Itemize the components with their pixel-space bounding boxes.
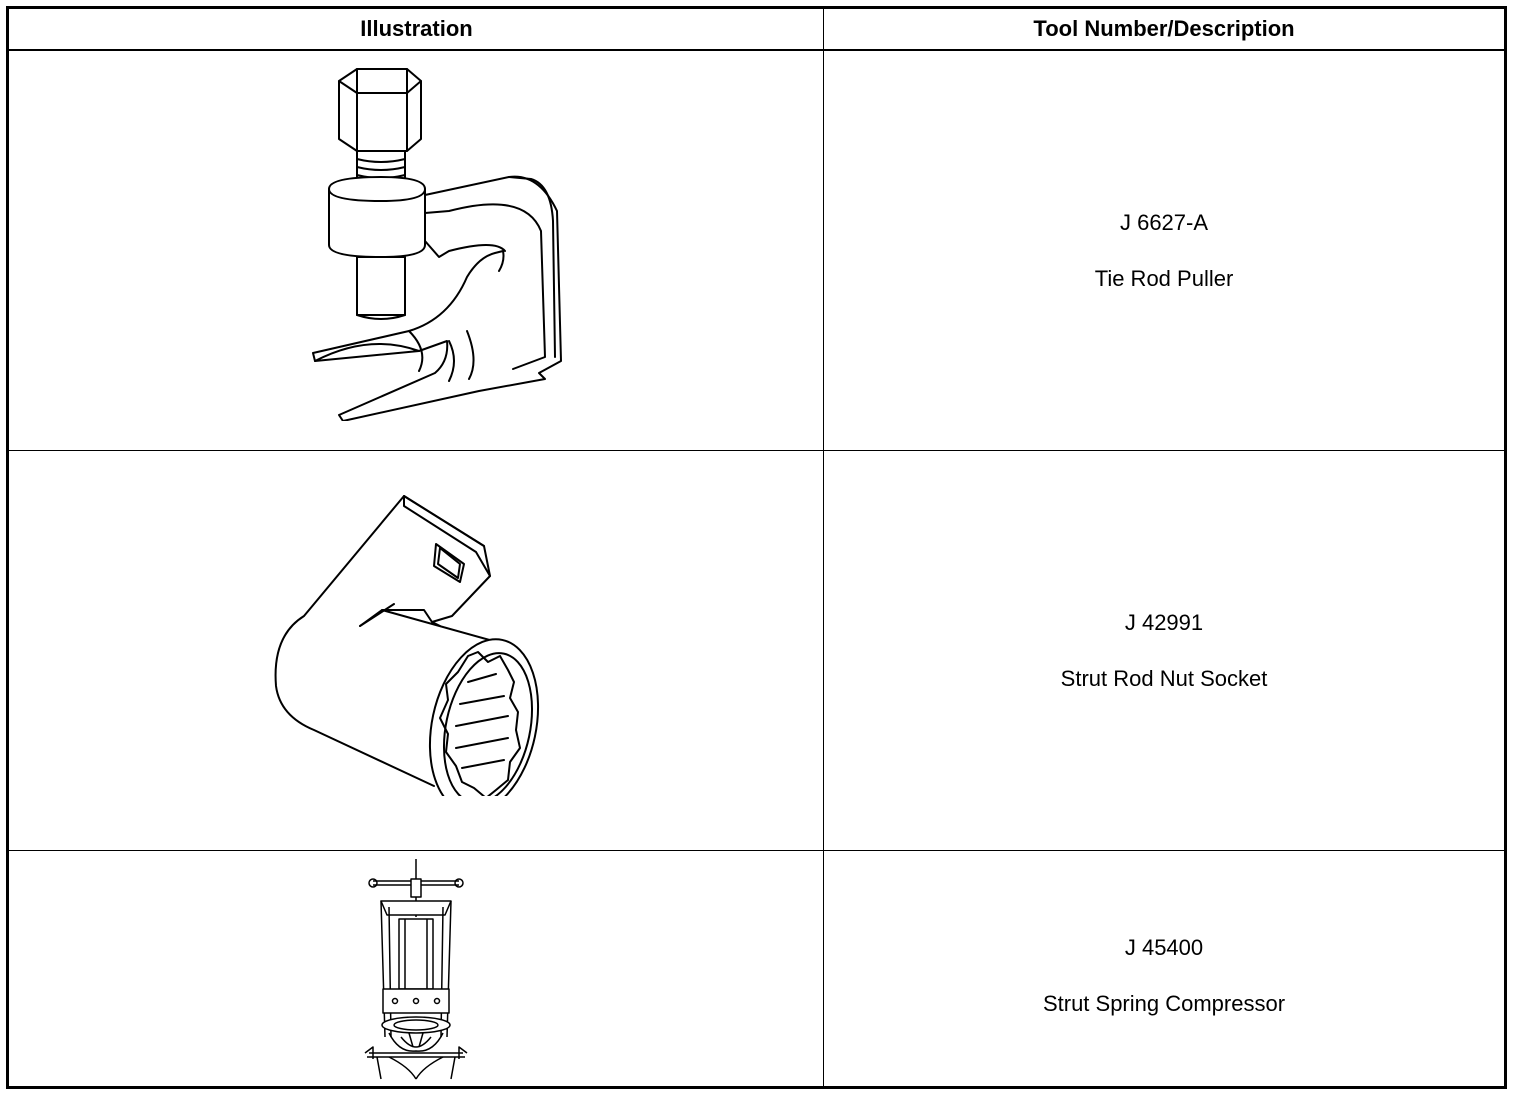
tie-rod-puller-icon: [312, 68, 562, 421]
table-header: Illustration Tool Number/Description: [9, 9, 1504, 51]
tool-description: Strut Rod Nut Socket: [1060, 665, 1268, 691]
description-cell: J 42991 Strut Rod Nut Socket: [824, 451, 1504, 850]
strut-spring-compressor-icon: [364, 859, 468, 1080]
table-row: J 6627-A Tie Rod Puller: [9, 51, 1504, 451]
tool-number: J 45400: [1124, 934, 1204, 960]
tool-number: J 6627-A: [1119, 209, 1209, 235]
tool-table: Illustration Tool Number/Description: [6, 6, 1507, 1089]
description-cell: J 6627-A Tie Rod Puller: [824, 51, 1504, 450]
table-row: J 42991 Strut Rod Nut Socket: [9, 451, 1504, 851]
tool-number: J 42991: [1124, 609, 1204, 635]
illustration-cell: [9, 451, 824, 850]
illustration-cell: [9, 51, 824, 450]
header-tool-description: Tool Number/Description: [1033, 16, 1295, 41]
illustration-cell: [9, 851, 824, 1086]
tool-description: Strut Spring Compressor: [1042, 990, 1286, 1016]
description-cell: J 45400 Strut Spring Compressor: [824, 851, 1504, 1086]
table-row: J 45400 Strut Spring Compressor: [9, 851, 1504, 1086]
column-divider: [823, 9, 824, 1086]
strut-rod-nut-socket-icon: [274, 495, 540, 796]
header-illustration: Illustration: [360, 16, 473, 41]
tool-description: Tie Rod Puller: [1094, 265, 1234, 291]
